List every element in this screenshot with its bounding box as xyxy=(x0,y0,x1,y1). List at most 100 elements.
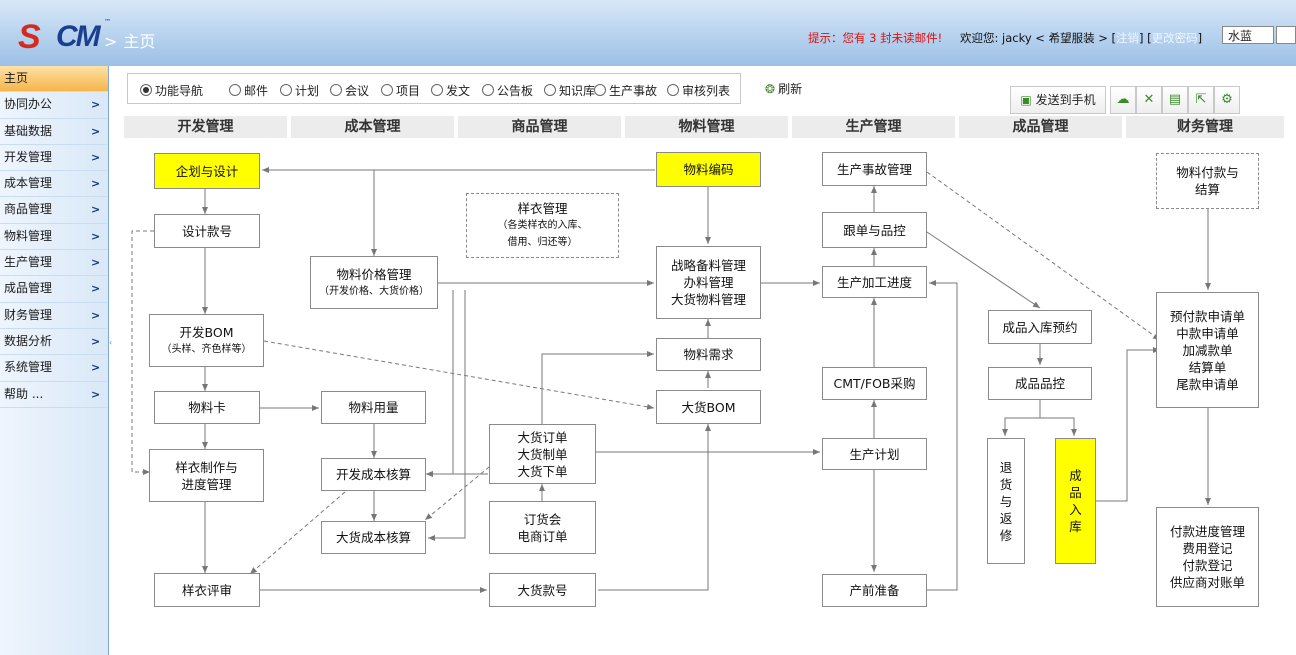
flow-production-accident[interactable]: 生产事故管理 xyxy=(822,152,927,186)
flow-dev-cost[interactable]: 开发成本核算 xyxy=(321,458,426,491)
flow-bulk-bom[interactable]: 大货BOM xyxy=(656,390,761,424)
category-header-row: 开发管理 成本管理 商品管理 物料管理 生产管理 成品管理 财务管理 xyxy=(124,116,1284,138)
change-password-link[interactable]: 更改密码 xyxy=(1151,31,1198,45)
flow-dev-bom-sub: （头样、齐色样等） xyxy=(161,343,252,355)
flow-sample-making[interactable]: 样衣制作与 进度管理 xyxy=(149,449,264,502)
chevron-right-icon: > xyxy=(91,256,101,270)
flow-material-price[interactable]: 物料价格管理 （开发价格、大货价格） xyxy=(310,256,438,309)
fullscreen-button[interactable]: ✕ xyxy=(1136,86,1162,114)
fullscreen-icon: ✕ xyxy=(1143,92,1155,107)
save-button[interactable]: ▤ xyxy=(1162,86,1188,114)
chevron-right-icon: > xyxy=(91,334,101,348)
radio-label: 会议 xyxy=(345,84,370,98)
flow-fg-quality-control[interactable]: 成品品控 xyxy=(988,367,1092,400)
flow-sample-review[interactable]: 样衣评审 xyxy=(154,573,260,607)
sidebar-item-label: 协同办公 xyxy=(4,97,53,112)
radio-review-list[interactable]: 审核列表 xyxy=(667,82,730,99)
flow-design-number[interactable]: 设计款号 xyxy=(154,214,260,248)
radio-bulletin[interactable]: 公告板 xyxy=(482,82,533,99)
flow-material-demand[interactable]: 物料需求 xyxy=(656,338,761,371)
sidebar-item-cost[interactable]: 成本管理> xyxy=(0,171,108,198)
sidebar-item-label: 成品管理 xyxy=(4,281,53,296)
flow-dev-bom[interactable]: 开发BOM （头样、齐色样等） xyxy=(149,314,264,367)
flow-material-code[interactable]: 物料编码 xyxy=(656,152,761,187)
breadcrumb: >主页 xyxy=(104,28,155,52)
flow-material-price-label: 物料价格管理 xyxy=(336,266,412,282)
export-icon: ⇱ xyxy=(1195,92,1207,107)
sidebar-item-help[interactable]: 帮助 ... > xyxy=(0,382,108,408)
radio-document[interactable]: 发文 xyxy=(431,82,470,99)
flow-bulk-order[interactable]: 大货订单 大货制单 大货下单 xyxy=(489,424,596,484)
logout-link[interactable]: 注销 xyxy=(1116,31,1140,45)
send-to-phone-button[interactable]: ▣发送到手机 xyxy=(1010,86,1106,114)
flow-pre-production[interactable]: 产前准备 xyxy=(822,574,927,607)
export-button[interactable]: ⇱ xyxy=(1188,86,1214,114)
theme-select[interactable]: 水蓝 xyxy=(1222,26,1274,44)
category-finished-goods: 成品管理 xyxy=(959,116,1122,138)
flow-fg-inbound[interactable]: 成 品 入 库 xyxy=(1055,438,1096,564)
sidebar-item-label: 开发管理 xyxy=(4,149,53,164)
sidebar-item-product[interactable]: 商品管理> xyxy=(0,197,108,224)
send-phone-icon: ▣ xyxy=(1020,93,1032,107)
sidebar-item-development[interactable]: 开发管理 > xyxy=(0,145,108,172)
chevron-right-icon: > xyxy=(91,150,101,164)
flow-bulk-style-number[interactable]: 大货款号 xyxy=(489,573,596,607)
radio-plan[interactable]: 计划 xyxy=(280,82,319,99)
refresh-button[interactable]: ❂刷新 xyxy=(765,80,802,97)
cloud-button[interactable]: ☁ xyxy=(1110,86,1136,114)
flow-follow-up-qc[interactable]: 跟单与品控 xyxy=(822,212,927,248)
sidebar-item-finished-goods[interactable]: 成品管理> xyxy=(0,276,108,303)
flow-payment-requests[interactable]: 预付款申请单 中款申请单 加减款单 结算单 尾款申请单 xyxy=(1156,292,1259,408)
radio-label: 审核列表 xyxy=(682,84,731,98)
radio-dot-icon xyxy=(381,84,393,96)
flow-sample-management[interactable]: 样衣管理 （各类样衣的入库、 借用、归还等） xyxy=(466,193,619,258)
sidebar-item-label: 财务管理 xyxy=(4,307,53,322)
sidebar-item-production[interactable]: 生产管理> xyxy=(0,250,108,277)
flow-production-plan[interactable]: 生产计划 xyxy=(822,438,927,470)
flow-cmt-fob-purchase[interactable]: CMT/FOB采购 xyxy=(822,367,927,400)
sidebar-item-finance[interactable]: 财务管理> xyxy=(0,303,108,329)
chevron-right-icon: > xyxy=(91,361,101,375)
sidebar-item-analytics[interactable]: 数据分析> xyxy=(0,329,108,356)
category-production: 生产管理 xyxy=(792,116,955,138)
flow-material-usage[interactable]: 物料用量 xyxy=(321,391,426,424)
sidebar-item-label: 帮助 ... xyxy=(4,386,44,401)
sidebar-collapse-handle[interactable]: ‹ xyxy=(109,338,113,347)
refresh-label: 刷新 xyxy=(778,82,803,96)
flow-return-repair[interactable]: 退 货 与 返 修 xyxy=(987,438,1025,564)
category-cost: 成本管理 xyxy=(291,116,454,138)
flow-payment-progress[interactable]: 付款进度管理 费用登记 付款登记 供应商对账单 xyxy=(1156,507,1259,607)
unread-mail-hint[interactable]: 提示：您有 3 封未读邮件! xyxy=(808,31,943,45)
chevron-right-icon: > xyxy=(91,229,101,243)
flow-production-progress[interactable]: 生产加工进度 xyxy=(822,266,927,298)
flow-planning-design[interactable]: 企划与设计 xyxy=(154,153,260,189)
sidebar-item-home[interactable]: 主页 xyxy=(0,66,108,93)
save-icon: ▤ xyxy=(1168,92,1182,107)
radio-mail[interactable]: 邮件 xyxy=(229,82,268,99)
chevron-right-icon: > xyxy=(91,387,101,401)
flow-strategic-material[interactable]: 战略备料管理 办料管理 大货物料管理 xyxy=(656,246,761,319)
radio-knowledge[interactable]: 知识库 xyxy=(544,82,595,99)
flow-material-payment-settlement[interactable]: 物料付款与 结算 xyxy=(1156,153,1259,209)
category-development: 开发管理 xyxy=(124,116,287,138)
radio-label: 计划 xyxy=(295,84,320,98)
radio-meeting[interactable]: 会议 xyxy=(330,82,369,99)
radio-accident[interactable]: 生产事故 xyxy=(594,82,657,99)
sidebar-item-material[interactable]: 物料管理> xyxy=(0,224,108,251)
sidebar-item-collaboration[interactable]: 协同办公> xyxy=(0,92,108,119)
flow-material-card[interactable]: 物料卡 xyxy=(154,391,260,424)
radio-dot-icon xyxy=(431,84,443,96)
flow-bulk-cost[interactable]: 大货成本核算 xyxy=(321,521,426,554)
logo-trademark: ™ xyxy=(104,18,111,26)
radio-label: 生产事故 xyxy=(609,84,658,98)
flow-fg-inbound-reservation[interactable]: 成品入库预约 xyxy=(988,310,1092,344)
radio-project[interactable]: 项目 xyxy=(381,82,420,99)
flow-order-fair[interactable]: 订货会 电商订单 xyxy=(489,501,596,554)
sidebar-item-system[interactable]: 系统管理> xyxy=(0,355,108,382)
sidebar: 主页 协同办公> 基础数据> 开发管理> 成本管理> 商品管理> 物料管理> 生… xyxy=(0,66,109,655)
settings-icon: ⚙ xyxy=(1221,92,1233,107)
radio-function-nav[interactable]: 功能导航 xyxy=(140,82,203,99)
sidebar-item-base-data[interactable]: 基础数据> xyxy=(0,119,108,145)
chevron-right-icon: > xyxy=(91,124,101,138)
settings-button[interactable]: ⚙ xyxy=(1214,86,1240,114)
